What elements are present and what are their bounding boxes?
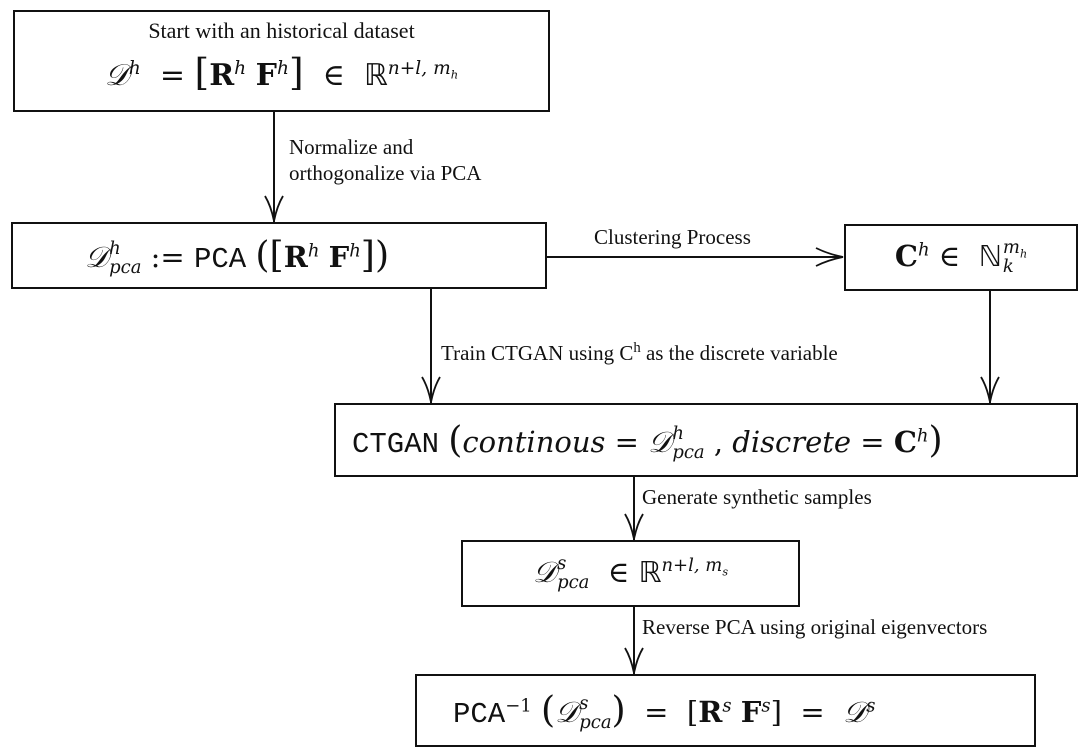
arrowhead-icon xyxy=(624,647,644,674)
node-formula: 𝒟h = [Rh Fh] ∈ ℝn+l, mh xyxy=(104,50,459,94)
arrowhead-icon xyxy=(815,247,844,267)
arrowhead-icon xyxy=(624,513,644,540)
node-historical-dataset: Start with an historical dataset 𝒟h = [R… xyxy=(13,10,550,112)
edge-label-generate: Generate synthetic samples xyxy=(642,485,872,509)
edge-label-train-ctgan: Train CTGAN using Ch as the discrete var… xyxy=(441,340,838,365)
arrowhead-icon xyxy=(421,376,441,403)
edge-label-reverse-pca: Reverse PCA using original eigenvectors xyxy=(642,615,988,639)
node-caption: Start with an historical dataset xyxy=(148,18,415,43)
arrowhead-icon xyxy=(980,376,1000,403)
arrowhead-icon xyxy=(264,195,284,222)
edge-label-normalize: Normalize and orthogonalize via PCA xyxy=(289,135,482,185)
edge-label-clustering: Clustering Process xyxy=(594,225,751,249)
